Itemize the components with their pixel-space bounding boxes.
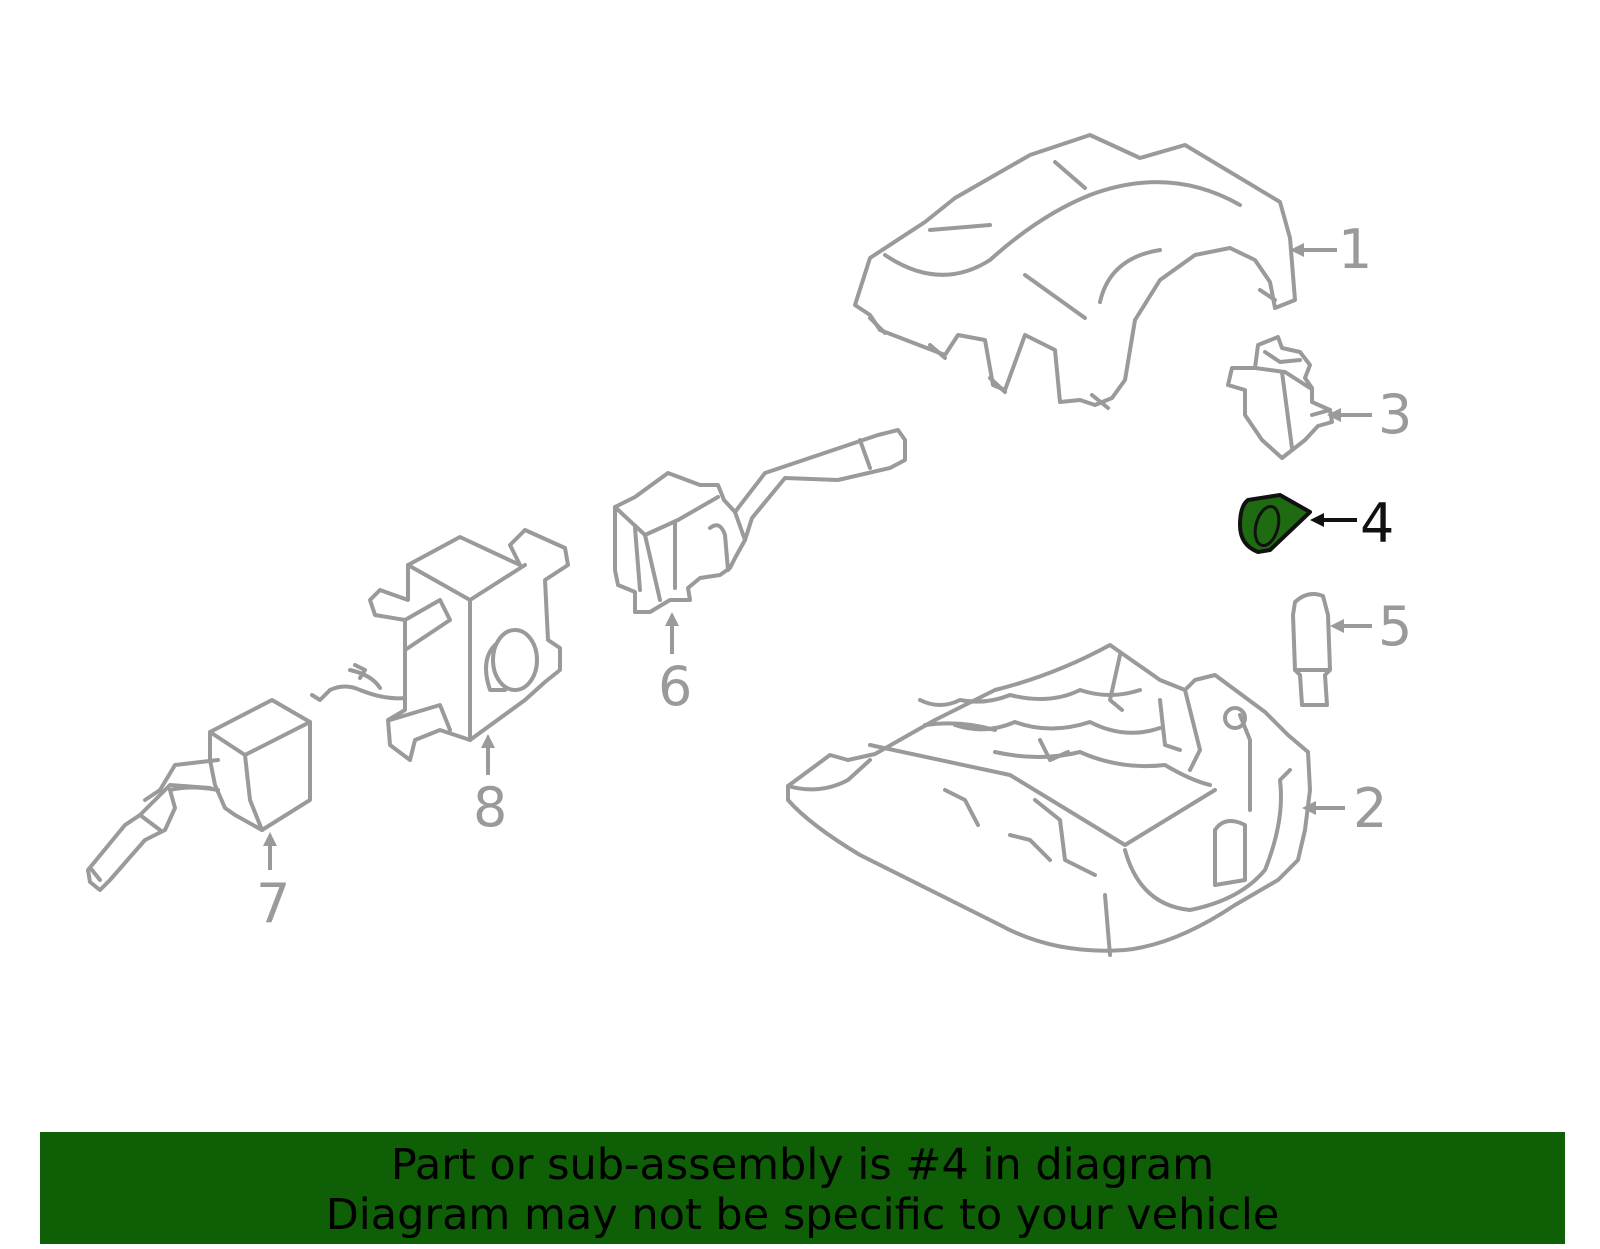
arrowhead-icon	[1290, 243, 1304, 257]
part-3-bracket	[1226, 335, 1334, 460]
callout-3-label: 3	[1378, 383, 1412, 446]
part-2-lower-column-cover	[786, 643, 1312, 957]
callout-5-label: 5	[1378, 595, 1412, 658]
part-6-wiper-switch	[613, 428, 907, 614]
part-5-bulb	[1291, 592, 1332, 707]
callout-8-label: 8	[473, 776, 507, 839]
part-4-highlighted-plug	[1238, 493, 1312, 554]
callout-2-label: 2	[1353, 777, 1387, 840]
banner-line-1: Part or sub-assembly is #4 in diagram	[390, 1140, 1215, 1190]
part-7-light-switch	[86, 698, 312, 892]
callout-4-label: 4	[1360, 492, 1394, 555]
callout-7-label: 7	[256, 872, 290, 935]
arrowhead-icon	[1327, 408, 1341, 422]
part-1-upper-column-cover	[853, 133, 1297, 410]
banner-line-2: Diagram may not be specific to your vehi…	[325, 1190, 1280, 1240]
callout-6-label: 6	[658, 655, 692, 718]
part-8-combination-switch	[310, 528, 570, 762]
callout-1-label: 1	[1338, 218, 1372, 281]
arrowhead-icon	[263, 832, 277, 846]
arrowhead-icon	[481, 734, 495, 748]
arrowhead-icon	[665, 612, 679, 626]
arrowhead-icon	[1302, 801, 1316, 815]
arrowhead-icon	[1330, 619, 1344, 633]
arrowhead-icon	[1310, 513, 1324, 527]
info-banner: Part or sub-assembly is #4 in diagram Di…	[40, 1132, 1565, 1244]
